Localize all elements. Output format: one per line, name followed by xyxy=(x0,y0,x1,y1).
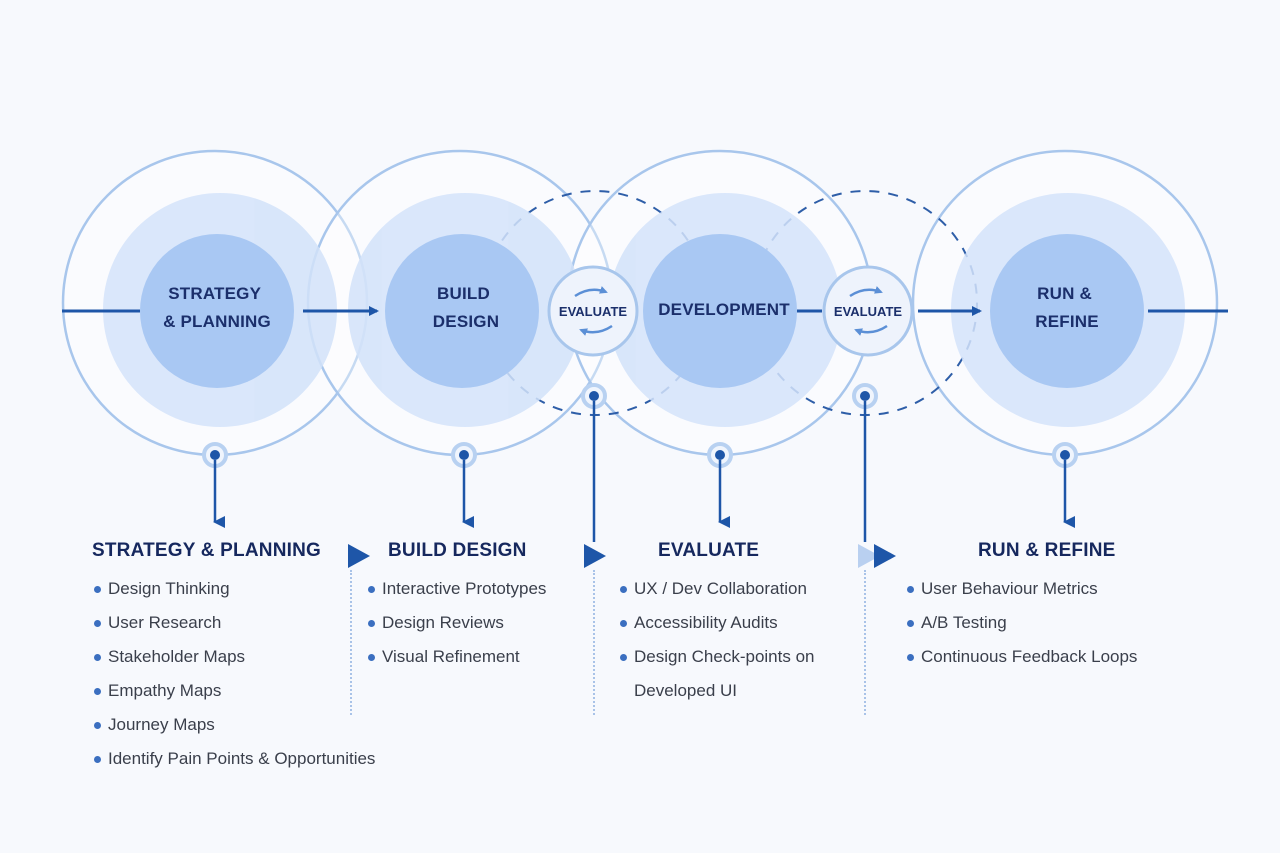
column-title: EVALUATE xyxy=(658,540,760,561)
column-build: BUILD DESIGN Interactive Prototypes Desi… xyxy=(366,540,546,674)
column-list: User Behaviour Metrics A/B Testing Conti… xyxy=(905,572,1137,674)
column-divider xyxy=(593,570,595,715)
list-item: A/B Testing xyxy=(905,606,1137,640)
cycle-arrow-bottom-icon xyxy=(579,324,613,336)
column-list: Design Thinking User Research Stakeholde… xyxy=(92,572,375,776)
cycle-arrow-top-icon xyxy=(849,286,883,298)
node-evaluate-1 xyxy=(581,383,607,542)
column-title: STRATEGY & PLANNING xyxy=(92,540,321,561)
node-build xyxy=(451,442,477,528)
core-build xyxy=(385,234,539,388)
list-item: Continuous Feedback Loops xyxy=(905,640,1137,674)
evaluate-badge-1-label: EVALUATE xyxy=(559,304,627,319)
column-divider xyxy=(864,570,866,715)
connector-nodes xyxy=(202,383,1078,542)
list-item: Empathy Maps xyxy=(92,674,375,708)
list-item: Design Reviews xyxy=(366,606,546,640)
inner-cores xyxy=(140,234,1144,388)
column-run: RUN & REFINE User Behaviour Metrics A/B … xyxy=(905,540,1137,674)
list-item: Identify Pain Points & Opportunities xyxy=(92,742,375,776)
node-evaluate-2 xyxy=(852,383,878,542)
stage-label-strategy: STRATEGY & PLANNING xyxy=(163,284,271,331)
evaluate-badge-1[interactable]: EVALUATE xyxy=(547,265,639,357)
column-evaluate: EVALUATE UX / Dev Collaboration Accessib… xyxy=(618,540,814,708)
list-item: User Behaviour Metrics xyxy=(905,572,1137,606)
core-run xyxy=(990,234,1144,388)
stage-label-run: RUN & REFINE xyxy=(1035,284,1099,331)
core-strategy xyxy=(140,234,294,388)
column-title: BUILD DESIGN xyxy=(388,540,527,561)
evaluate-badge-2[interactable]: EVALUATE xyxy=(822,265,914,357)
stage-label-development: DEVELOPMENT xyxy=(658,300,790,319)
list-item: UX / Dev Collaboration xyxy=(618,572,814,606)
evaluate-badge-2-label: EVALUATE xyxy=(834,304,902,319)
chevron-right-icon xyxy=(584,544,606,568)
list-item: Interactive Prototypes xyxy=(366,572,546,606)
node-strategy xyxy=(202,442,228,528)
cycle-arrow-top-icon xyxy=(574,286,608,298)
node-run xyxy=(1052,442,1078,528)
core-development xyxy=(643,234,797,388)
stage-label-build: BUILD DESIGN xyxy=(433,284,499,331)
column-list: Interactive Prototypes Design Reviews Vi… xyxy=(366,572,546,674)
list-item: Journey Maps xyxy=(92,708,375,742)
column-list: UX / Dev Collaboration Accessibility Aud… xyxy=(618,572,814,708)
list-item: Stakeholder Maps xyxy=(92,640,375,674)
chevron-right-icon xyxy=(874,544,896,568)
column-divider xyxy=(350,570,352,715)
chevron-right-icon xyxy=(348,544,370,568)
column-strategy: STRATEGY & PLANNING Design Thinking User… xyxy=(92,540,375,776)
list-item: Visual Refinement xyxy=(366,640,546,674)
node-development xyxy=(707,442,733,528)
column-title: RUN & REFINE xyxy=(978,540,1116,561)
list-item: Accessibility Audits xyxy=(618,606,814,640)
cycle-arrow-bottom-icon xyxy=(854,324,888,336)
list-item: User Research xyxy=(92,606,375,640)
list-item: Design Check-points on xyxy=(618,640,814,674)
list-item-continuation: Developed UI xyxy=(634,681,738,700)
list-item: Design Thinking xyxy=(92,572,375,606)
